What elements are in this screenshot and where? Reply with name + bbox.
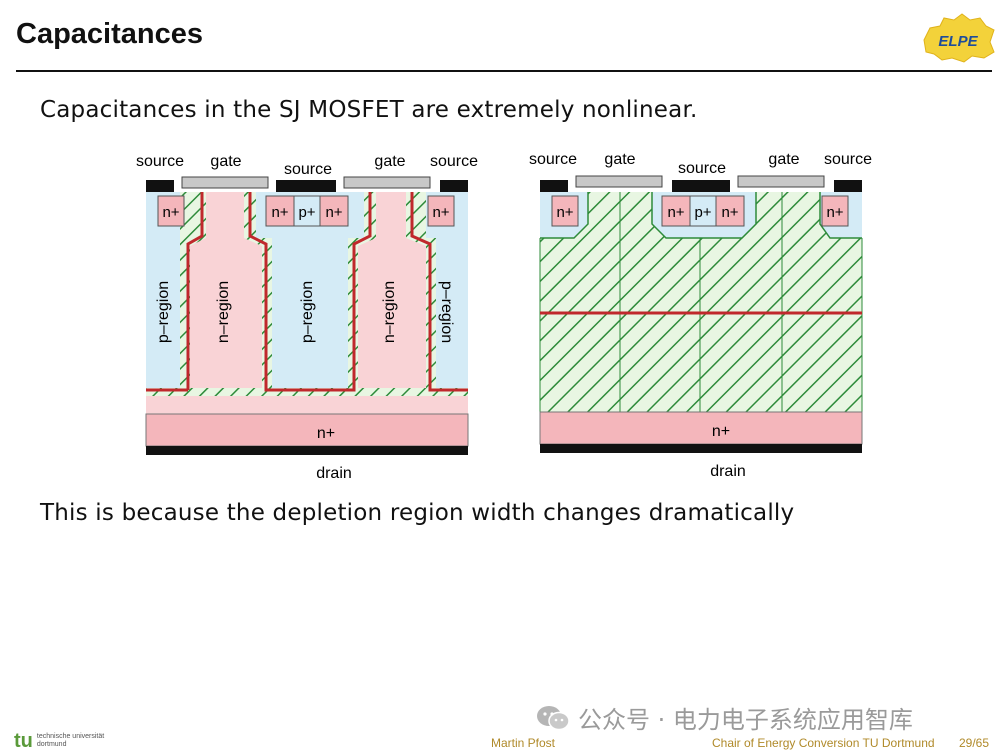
n-region-label: n–region (381, 281, 398, 343)
source-metal (276, 180, 336, 192)
source-metal (672, 180, 730, 192)
pplus-label: p+ (694, 204, 711, 221)
p-region-column-left (146, 238, 180, 388)
p-region-label: p–region (155, 281, 172, 343)
footer-page-number: 29/65 (959, 736, 990, 750)
nplus-substrate (145, 413, 469, 447)
gate-electrode (181, 176, 269, 189)
wechat-icon (537, 705, 570, 730)
logo-text: ELPE (938, 33, 978, 50)
explanation-sentence: This is because the depletion region wid… (40, 500, 795, 526)
pplus-label: p+ (298, 204, 315, 221)
gate-label: gate (374, 153, 405, 170)
nplus-label: n+ (556, 204, 573, 221)
source-label: source (430, 153, 478, 170)
watermark-text: 公众号 · 电力电子系统应用智库 (578, 706, 913, 734)
footer-author: Martin Pfost (491, 736, 556, 750)
nplus-label: n+ (667, 204, 684, 221)
nplus-substrate (539, 411, 863, 445)
drain-label: drain (710, 463, 746, 480)
nplus-label: n+ (432, 204, 449, 221)
tu-logo-mark: tu (14, 730, 33, 752)
source-label: source (824, 151, 872, 168)
gate-label: gate (604, 151, 635, 168)
nplus-label: n+ (325, 204, 342, 221)
p-region-column-right (436, 238, 468, 388)
drain-label: drain (316, 465, 352, 482)
drain-contact (540, 444, 862, 453)
drain-contact (146, 446, 468, 455)
source-label: source (284, 161, 332, 178)
source-label: source (529, 151, 577, 168)
source-metal (146, 180, 174, 192)
source-label: source (678, 160, 726, 177)
university-name: technische universität dortmund (36, 733, 105, 748)
elpe-logo: ELPE (923, 13, 995, 63)
intro-sentence: Capacitances in the SJ MOSFET are extrem… (40, 97, 698, 123)
nplus-label: n+ (826, 204, 843, 221)
slide-title: Capacitances (16, 18, 203, 50)
nplus-label: n+ (271, 204, 288, 221)
tu-dortmund-logo: tu technische universität dortmund (14, 731, 117, 751)
footer-chair: Chair of Energy Conversion TU Dortmund (712, 736, 935, 750)
watermark: 公众号 · 电力电子系统应用智库 (536, 700, 913, 735)
n-region-label: n–region (215, 281, 232, 343)
gate-electrode (575, 175, 663, 188)
nplus-label: n+ (162, 204, 179, 221)
source-label: source (136, 153, 184, 170)
sj-mosfet-partial-depletion-diagram: n+ n+ p+ n+ n+ n+ drain source gate sour… (136, 153, 478, 482)
nplus-substrate-label: n+ (317, 425, 335, 442)
nplus-label: n+ (721, 204, 738, 221)
source-metal (440, 180, 468, 192)
source-metal (834, 180, 862, 192)
source-metal (540, 180, 568, 192)
p-region-column-mid (272, 238, 348, 388)
sj-mosfet-full-depletion-diagram: n+ n+ p+ n+ n+ n+ drain source gate sour… (529, 151, 872, 480)
depletion-strip (146, 388, 468, 396)
nplus-substrate-label: n+ (712, 423, 730, 440)
title-divider (16, 70, 992, 72)
gate-electrode (737, 175, 825, 188)
gate-electrode (343, 176, 431, 189)
p-region-label: p–region (438, 281, 455, 343)
gate-label: gate (768, 151, 799, 168)
gate-label: gate (210, 153, 241, 170)
p-region-label: p–region (299, 281, 316, 343)
